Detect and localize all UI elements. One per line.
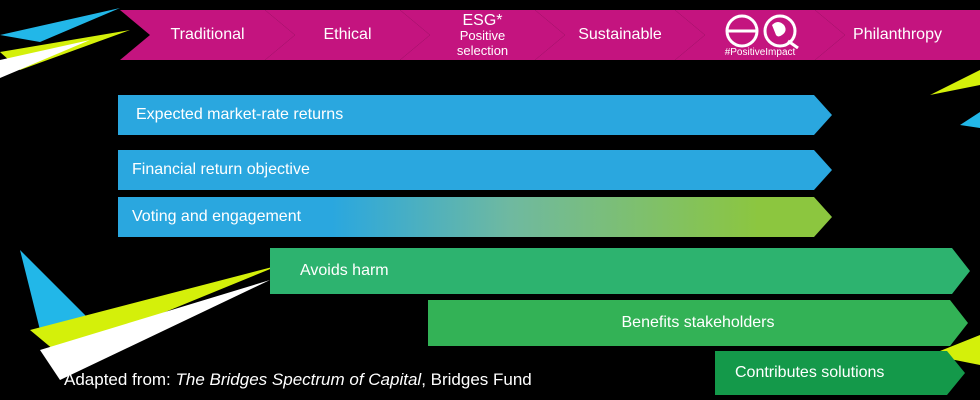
bar-financial-objective: Financial return objective	[118, 150, 832, 190]
eq-logo-mark	[710, 13, 810, 49]
source-caption: Adapted from: The Bridges Spectrum of Ca…	[64, 370, 532, 390]
step-esg: ESG* Positive selection	[400, 10, 565, 60]
step-sustainable: Sustainable	[535, 10, 705, 60]
eq-logo: #PositiveImpact	[710, 13, 810, 58]
step-sustainable-label: Sustainable	[578, 26, 662, 43]
bar-market-returns: Expected market-rate returns	[118, 95, 832, 135]
step-traditional-label: Traditional	[170, 26, 245, 43]
bar-contributes-label: Contributes solutions	[735, 364, 885, 381]
bar-contributes: Contributes solutions	[715, 351, 965, 395]
bar-voting: Voting and engagement	[118, 197, 832, 237]
bar-benefits-label: Benefits stakeholders	[621, 314, 775, 331]
step-traditional: Traditional	[120, 10, 295, 60]
step-esg-sublabel: Positive selection	[456, 27, 509, 58]
caption-title: The Bridges Spectrum of Capital	[175, 370, 422, 389]
bar-financial-objective-label: Financial return objective	[132, 161, 310, 178]
bar-market-returns-label: Expected market-rate returns	[136, 106, 344, 123]
caption-suffix: , Bridges Fund	[421, 370, 532, 389]
step-philanthropy-label: Philanthropy	[853, 26, 942, 43]
eq-hashtag: #PositiveImpact	[724, 46, 796, 58]
bar-avoids-harm-label: Avoids harm	[300, 262, 389, 279]
bar-benefits: Benefits stakeholders	[428, 300, 968, 346]
bar-avoids-harm: Avoids harm	[270, 248, 970, 294]
step-ethical-label: Ethical	[323, 26, 372, 43]
bar-voting-label: Voting and engagement	[132, 208, 302, 225]
step-esg-label: ESG*	[462, 11, 503, 29]
caption-prefix: Adapted from:	[64, 370, 176, 389]
